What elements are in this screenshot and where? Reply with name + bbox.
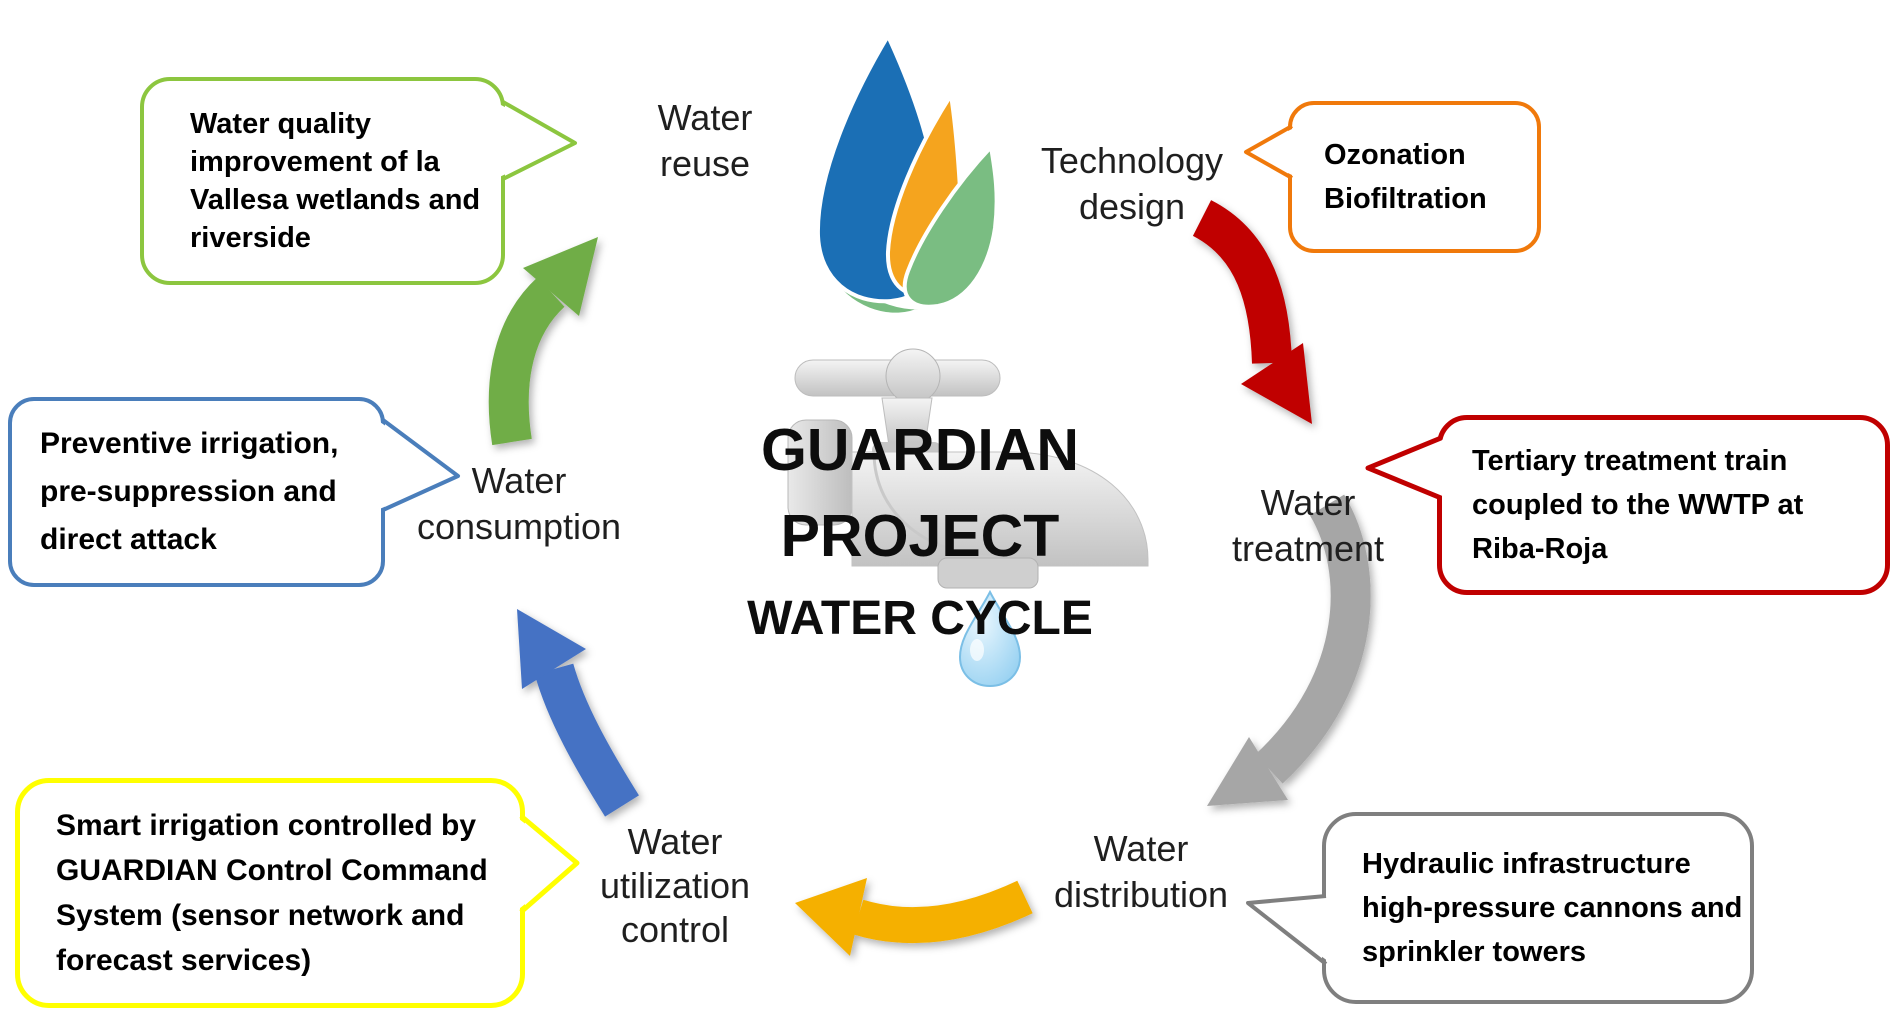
logo-green-swoosh [818,215,923,316]
callout-water-consumption-text: Preventive irrigation, pre-suppression a… [40,427,339,556]
project-title-line1: GUARDIAN [761,417,1079,483]
stage-label-water-treatment: Water treatment [1231,482,1385,569]
logo-blue-flame [815,31,944,304]
project-title-line2: PROJECT [780,503,1060,569]
project-subtitle: WATER CYCLE [747,592,1093,645]
callout-water-treatment-text: Tertiary treatment train coupled to the … [1472,445,1804,565]
callout-water-distribution-text: Hydraulic infrastructure high-pressure c… [1362,848,1743,968]
callout-tail-gray [1246,894,1332,966]
callout-water-reuse: Water quality improvement of la Vallesa … [140,77,505,285]
arrow-technology-to-treatment [1192,200,1312,424]
stage-label-water-reuse: Water reuse [657,97,753,184]
callout-water-reuse-text: Water quality improvement of la Vallesa … [190,108,481,254]
callout-technology-design-text: Ozonation Biofiltration [1324,139,1487,215]
callout-water-utilization: Smart irrigation controlled by GUARDIAN … [15,778,525,1008]
logo-green-leaf [902,142,999,309]
stage-label-water-distribution: Water distribution [1053,828,1229,915]
callout-water-utilization-text: Smart irrigation controlled by GUARDIAN … [56,809,488,977]
guardian-logo-icon [815,31,999,316]
arrow-utilization-to-consumption [517,609,639,817]
arrow-consumption-to-reuse [488,237,598,446]
callout-water-treatment: Tertiary treatment train coupled to the … [1437,415,1890,595]
stage-label-water-utilization-control: Water utilization control [599,821,751,950]
stage-label-technology-design: Technology design [1040,140,1224,227]
stage-label-water-consumption: Water consumption [416,460,622,547]
callout-tail-green [497,100,577,181]
arrow-distribution-to-utilization [795,878,1033,956]
callout-water-distribution: Hydraulic infrastructure high-pressure c… [1322,812,1754,1004]
callout-water-consumption: Preventive irrigation, pre-suppression a… [8,397,385,587]
logo-orange-flame [885,89,964,297]
callout-technology-design: Ozonation Biofiltration [1288,101,1541,253]
